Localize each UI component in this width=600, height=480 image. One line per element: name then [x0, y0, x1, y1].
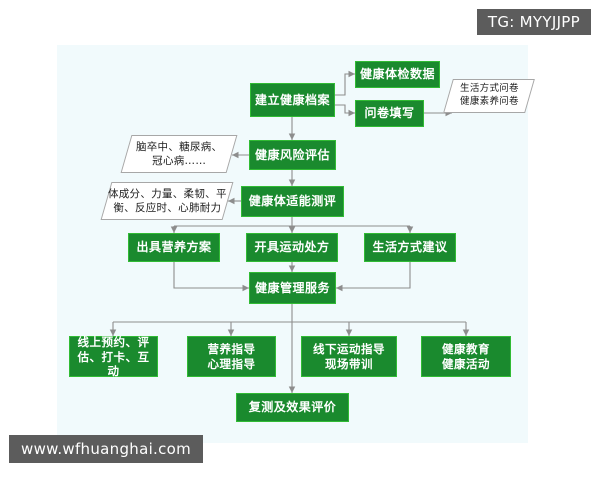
- node-label: 健康体检数据: [359, 67, 435, 82]
- node-exercise-prescription[interactable]: 开具运动处方: [246, 233, 338, 262]
- annotation-label: 脑卒中、糖尿病、 冠心病……: [135, 140, 223, 167]
- node-questionnaire-filling[interactable]: 问卷填写: [355, 100, 424, 127]
- node-online-services[interactable]: 线上预约、评 估、打卡、互动: [69, 335, 158, 378]
- annotation-disease-risks: 脑卒中、糖尿病、 冠心病……: [120, 135, 238, 173]
- node-lifestyle-advice[interactable]: 生活方式建议: [364, 233, 456, 262]
- node-label: 建立健康档案: [254, 92, 330, 107]
- node-establish-health-record[interactable]: 建立健康档案: [250, 83, 335, 117]
- node-label: 出具营养方案: [136, 240, 212, 255]
- node-offline-exercise-guidance[interactable]: 线下运动指导 现场带训: [301, 336, 397, 377]
- node-label: 复测及效果评价: [248, 400, 337, 415]
- watermark-url: www.wfhuanghai.com: [9, 435, 204, 463]
- edge-n1-n2: [335, 70, 355, 96]
- node-label: 开具运动处方: [254, 240, 330, 255]
- edge-n8-n9: [336, 262, 411, 292]
- watermark-tag: TG: MYYJJPP: [476, 9, 591, 35]
- annotation-fitness-metrics: 体成分、力量、柔韧、平 衡、反应时、心肺耐力: [100, 182, 234, 220]
- node-label: 健康体适能测评: [248, 194, 337, 209]
- node-label: 线上预约、评 估、打卡、互动: [77, 335, 150, 378]
- node-label: 健康风险评估: [254, 147, 330, 162]
- node-label: 问卷填写: [364, 106, 415, 121]
- node-label: 健康管理服务: [254, 280, 330, 295]
- annotation-label: 生活方式问卷 健康素养问卷: [459, 83, 519, 107]
- node-nutrition-psych-guidance[interactable]: 营养指导 心理指导: [187, 336, 276, 377]
- node-fitness-assessment[interactable]: 健康体适能测评: [241, 186, 344, 217]
- node-health-exam-data[interactable]: 健康体检数据: [355, 61, 440, 88]
- node-nutrition-plan[interactable]: 出具营养方案: [128, 233, 220, 262]
- annotation-questionnaire-types: 生活方式问卷 健康素养问卷: [443, 79, 535, 113]
- edge-n6-n9: [173, 262, 249, 292]
- node-health-education[interactable]: 健康教育 健康活动: [421, 336, 511, 377]
- node-health-risk-assessment[interactable]: 健康风险评估: [249, 140, 336, 170]
- edge-n1-n3: [335, 104, 355, 117]
- node-label: 营养指导 心理指导: [207, 342, 256, 371]
- annotation-label: 体成分、力量、柔韧、平 衡、反应时、心肺耐力: [107, 187, 227, 214]
- node-label: 健康教育 健康活动: [442, 342, 490, 371]
- node-label: 线下运动指导 现场带训: [313, 342, 385, 371]
- node-label: 生活方式建议: [372, 240, 448, 255]
- node-health-management-service[interactable]: 健康管理服务: [249, 272, 336, 304]
- node-retest-evaluation[interactable]: 复测及效果评价: [236, 393, 349, 422]
